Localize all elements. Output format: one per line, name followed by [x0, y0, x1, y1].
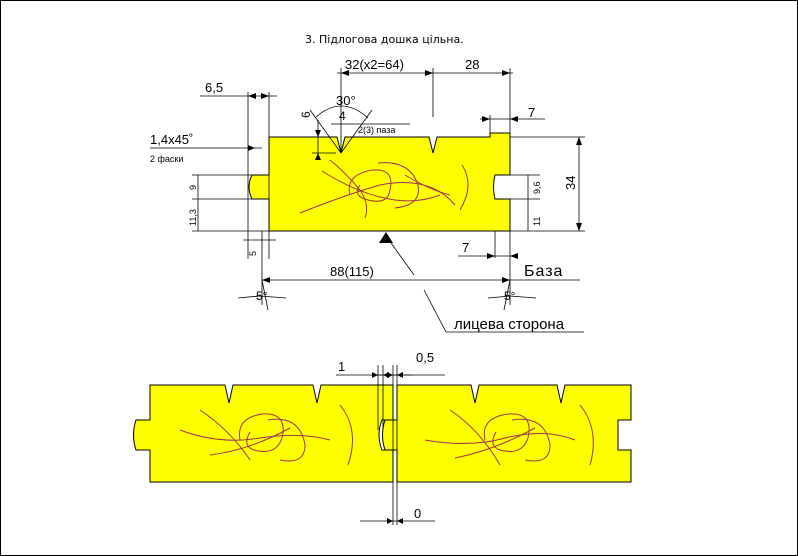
joint-arrowheads: [372, 372, 403, 524]
top-dimension-texts: 6,5 32(x2=64) 28 30° 6 4 2(3) паза 7 1,4…: [150, 57, 578, 333]
dim-7-bottom: 7: [462, 240, 469, 255]
dim-9-6: 9,6: [532, 181, 542, 194]
wood-grain: [299, 159, 469, 219]
dim-4: 4: [339, 109, 346, 123]
joint-right-board: [382, 384, 632, 483]
dim-11: 11: [532, 217, 542, 226]
dim-9: 9: [188, 185, 198, 190]
label-baza: База: [524, 263, 563, 280]
dim-6-5: 6,5: [205, 80, 223, 95]
dim-6: 6: [299, 111, 313, 118]
dim-88: 88(115): [330, 264, 374, 279]
dim-2-faski: 2 фаски: [150, 154, 183, 164]
dim-0-5: 0,5: [416, 350, 434, 365]
base-marker-icon: [379, 232, 393, 243]
top-board-body: [248, 132, 511, 232]
dim-5-small: 5: [248, 251, 258, 256]
dim-28: 28: [465, 57, 479, 72]
dim-34: 34: [563, 176, 578, 190]
dim-1: 1: [338, 359, 345, 374]
wood-grain: [424, 404, 594, 466]
top-arrowheads: [248, 70, 582, 283]
joint-right-board-body: [382, 384, 632, 483]
dim-11-3: 11,3: [188, 209, 198, 226]
label-face-side: лицева сторона: [454, 316, 565, 333]
dim-0: 0: [414, 506, 421, 521]
top-board: [248, 132, 511, 232]
dim-7-top: 7: [528, 105, 535, 120]
dim-32: 32(x2=64): [345, 57, 404, 72]
dim-5deg-right: 5°: [504, 289, 516, 303]
drawing-title: 3. Підлогова дошка цільна.: [305, 33, 464, 46]
dim-2-3-paza: 2(3) паза: [358, 125, 395, 135]
dim-30deg: 30°: [336, 93, 356, 108]
joint-left-board: [133, 384, 394, 483]
dim-5deg-left: 5°: [256, 289, 268, 303]
wood-grain: [179, 404, 353, 466]
joint-left-board-body: [133, 384, 394, 483]
joint-dimension-texts: 1 0,5 0: [338, 350, 434, 521]
dim-1-4x45: 1,4x45˚: [150, 132, 193, 147]
